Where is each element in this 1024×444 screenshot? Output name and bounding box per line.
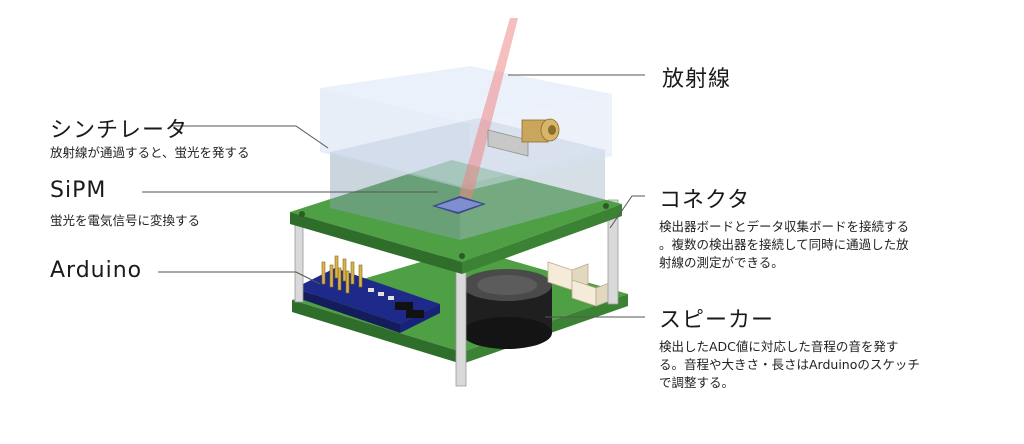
speaker-label: スピーカー	[659, 308, 775, 333]
connector-label: コネクタ	[659, 188, 751, 213]
connector-description-line: 射線の測定ができる。	[659, 255, 784, 270]
radiation-beam	[456, 18, 518, 206]
scintillator-description: 放射線が通過すると、蛍光を発する	[50, 145, 250, 160]
sipm-label: SiPM	[50, 178, 107, 203]
speaker-description-line: で調整する。	[659, 375, 735, 390]
sipm-chip	[432, 196, 486, 214]
sipm-description: 蛍光を電気信号に変換する	[50, 213, 201, 228]
connector-description-line: 。複数の検出器を接続して同時に通過した放	[659, 237, 909, 252]
arduino-board	[295, 255, 440, 333]
radiation-label: 放射線	[662, 67, 732, 92]
arduino-label: Arduino	[50, 258, 143, 283]
connector-description: 検出器ボードとデータ収集ボードを接続する 。複数の検出器を接続して同時に通過した…	[659, 218, 909, 272]
standoffs	[294, 199, 619, 387]
speaker-description-line: る。音程や大きさ・長さはArduinoのスケッチ	[659, 357, 920, 372]
connector-description-line: 検出器ボードとデータ収集ボードを接続する	[659, 219, 910, 234]
speaker-description-line: 検出したADC値に対応した音程の音を発す	[659, 339, 899, 354]
sma-connector	[487, 118, 560, 157]
leader-lines	[142, 74, 645, 318]
speaker	[462, 269, 552, 349]
speaker-description: 検出したADC値に対応した音程の音を発す る。音程や大きさ・長さはArduino…	[659, 338, 920, 392]
scintillator-label: シンチレータ	[50, 118, 189, 143]
